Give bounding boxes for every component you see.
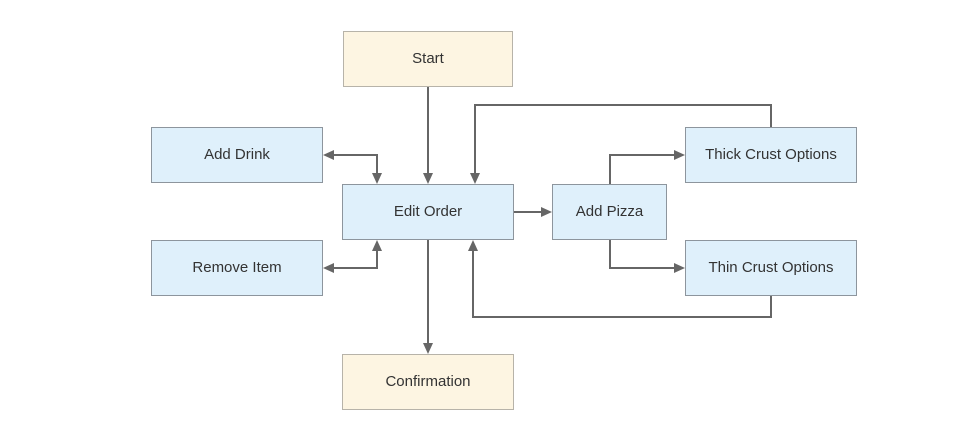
connector-thin-crust-to-edit-order (468, 240, 772, 318)
node-confirmation[interactable]: Confirmation (342, 354, 514, 410)
node-label-thick-crust: Thick Crust Options (705, 146, 837, 163)
connector-thick-crust-to-edit-order (470, 104, 772, 184)
node-thick-crust[interactable]: Thick Crust Options (685, 127, 857, 183)
connector-edit-order-remove-item (323, 240, 382, 273)
connector-edit-order-to-add-pizza (514, 207, 552, 217)
connector-add-pizza-to-thin-crust (609, 240, 685, 273)
node-label-start: Start (412, 50, 444, 67)
arrowhead (468, 240, 478, 251)
arrowhead (372, 173, 382, 184)
arrowhead (470, 173, 480, 184)
node-add-drink[interactable]: Add Drink (151, 127, 323, 183)
node-remove-item[interactable]: Remove Item (151, 240, 323, 296)
arrowhead (674, 150, 685, 160)
arrowhead (541, 207, 552, 217)
connector-line (472, 249, 772, 318)
node-edit-order[interactable]: Edit Order (342, 184, 514, 240)
connector-edit-order-add-drink (323, 150, 382, 184)
node-label-thin-crust: Thin Crust Options (708, 259, 834, 276)
connector-add-pizza-to-thick-crust (609, 150, 685, 184)
connector-start-to-edit-order (423, 87, 433, 184)
connector-line (609, 240, 676, 269)
node-label-add-pizza: Add Pizza (575, 203, 644, 220)
node-thin-crust[interactable]: Thin Crust Options (685, 240, 857, 296)
node-start[interactable]: Start (343, 31, 513, 87)
connector-line (332, 154, 378, 175)
node-label-edit-order: Edit Order (393, 203, 463, 220)
arrowhead (423, 173, 433, 184)
connector-line (474, 104, 772, 175)
arrowhead (423, 343, 433, 354)
arrowhead (323, 263, 334, 273)
node-add-pizza[interactable]: Add Pizza (552, 184, 667, 240)
connector-line (609, 154, 676, 184)
connector-edit-order-to-confirmation (423, 240, 433, 354)
arrowhead (674, 263, 685, 273)
connector-line (332, 249, 378, 269)
arrowhead (372, 240, 382, 251)
node-label-add-drink: Add Drink (204, 146, 270, 163)
arrowhead (323, 150, 334, 160)
node-label-confirmation: Confirmation (385, 373, 471, 390)
node-label-remove-item: Remove Item (192, 259, 282, 276)
